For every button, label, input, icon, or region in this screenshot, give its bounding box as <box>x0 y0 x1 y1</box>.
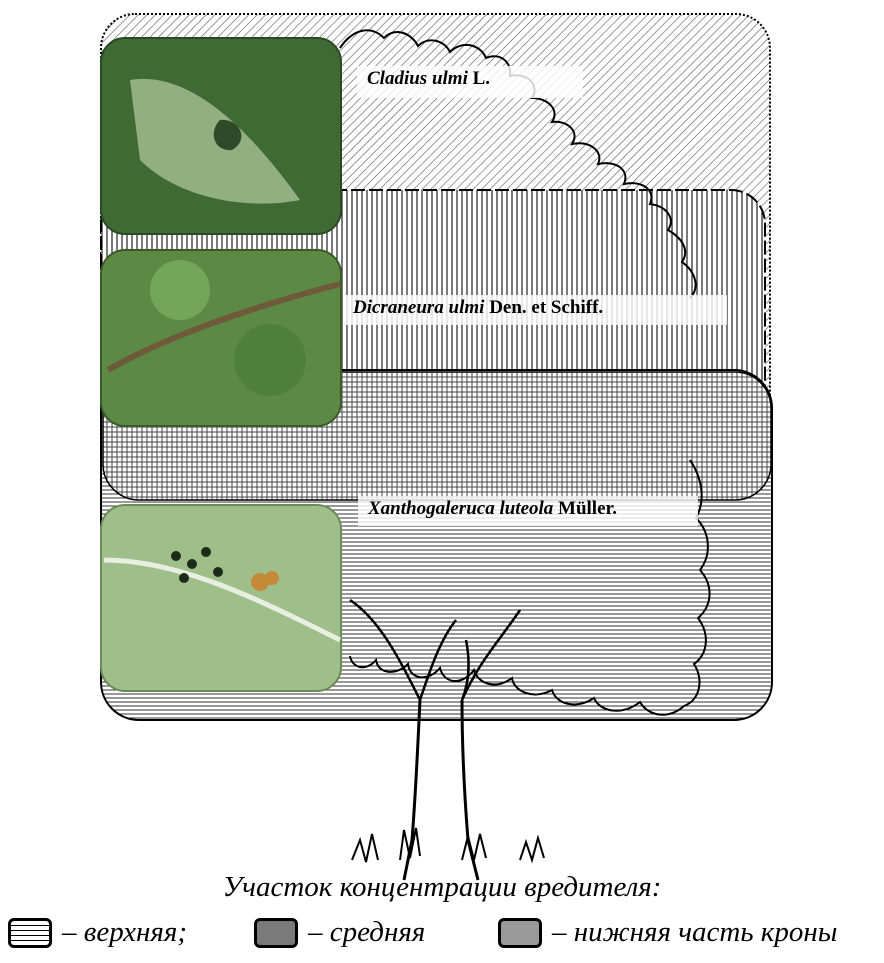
swatch-lower <box>498 918 542 948</box>
photo-dicraneura-ulmi <box>101 250 341 426</box>
legend-middle: – средняя <box>308 912 425 952</box>
legend-upper: – верхняя; <box>62 912 187 952</box>
photo-xanthogaleruca-luteola <box>101 505 341 691</box>
legend: – верхняя; – средняя – нижняя часть крон… <box>0 912 884 956</box>
grass-tufts <box>352 828 544 862</box>
swatch-middle <box>254 918 298 948</box>
swatch-upper <box>8 918 52 948</box>
legend-caption: Участок концентрации вредителя: <box>0 870 884 904</box>
species-author: Müller. <box>553 498 617 519</box>
species-name: Cladius ulmi <box>367 68 468 89</box>
species-name: Xanthogaleruca luteola <box>368 498 553 519</box>
label-cladius-ulmi: Cladius ulmi L. <box>357 66 583 98</box>
label-xanthogaleruca-luteola: Xanthogaleruca luteola Müller. <box>358 496 698 526</box>
species-author: L. <box>468 68 490 89</box>
legend-lower: – нижняя часть кроны <box>552 912 837 952</box>
species-author: Den. et Schiff. <box>484 297 603 318</box>
label-dicraneura-ulmi: Dicraneura ulmi Den. et Schiff. <box>343 295 727 325</box>
species-name: Dicraneura ulmi <box>353 297 484 318</box>
